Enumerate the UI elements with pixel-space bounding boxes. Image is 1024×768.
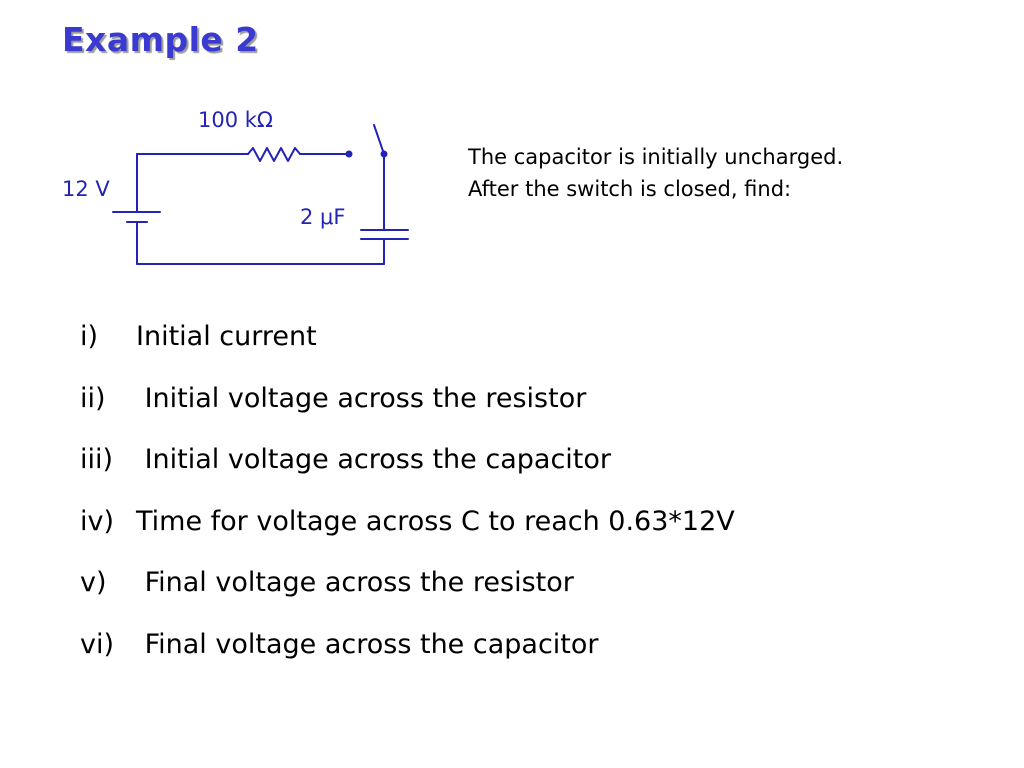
question-text: Time for voltage across C to reach 0.63*… xyxy=(136,505,735,537)
question-number: ii) xyxy=(80,382,106,414)
source-voltage-label: 12 V xyxy=(62,177,110,201)
question-number: v) xyxy=(80,567,107,598)
question-item: v) Final voltage across the resistor xyxy=(80,562,735,624)
resistor-symbol xyxy=(247,147,301,162)
problem-statement-line: The capacitor is initially uncharged. xyxy=(468,145,844,169)
question-item: iv) Time for voltage across C to reach 0.… xyxy=(80,501,735,563)
question-number: i) xyxy=(80,321,99,352)
resistor-label: 100 kΩ xyxy=(198,108,273,132)
question-text: Initial current xyxy=(136,321,317,352)
slide-title: Example 2 xyxy=(62,20,259,59)
question-item: ii) Initial voltage across the resistor xyxy=(80,378,735,440)
question-number: iii) xyxy=(80,444,114,475)
question-item: i) Initial current xyxy=(80,316,735,378)
question-number: vi) xyxy=(80,628,115,660)
question-number: iv) xyxy=(80,505,115,537)
switch-blade xyxy=(373,124,385,155)
rc-circuit-diagram xyxy=(112,124,409,265)
question-text: Final voltage across the capacitor xyxy=(136,628,599,660)
switch-contact-right xyxy=(380,150,388,158)
capacitor-label: 2 μF xyxy=(300,205,346,229)
question-text: Initial voltage across the capacitor xyxy=(136,444,611,475)
question-item: vi) Final voltage across the capacitor xyxy=(80,624,735,686)
switch-contact-left xyxy=(345,150,353,158)
problem-statement-line: After the switch is closed, find: xyxy=(468,177,792,201)
question-item: iii) Initial voltage across the capacito… xyxy=(80,439,735,501)
question-list: i) Initial current ii) Initial voltage ac… xyxy=(80,316,735,685)
question-text: Final voltage across the resistor xyxy=(136,567,574,598)
problem-statement: The capacitor is initially uncharged. Af… xyxy=(468,141,843,205)
question-text: Initial voltage across the resistor xyxy=(136,382,587,414)
